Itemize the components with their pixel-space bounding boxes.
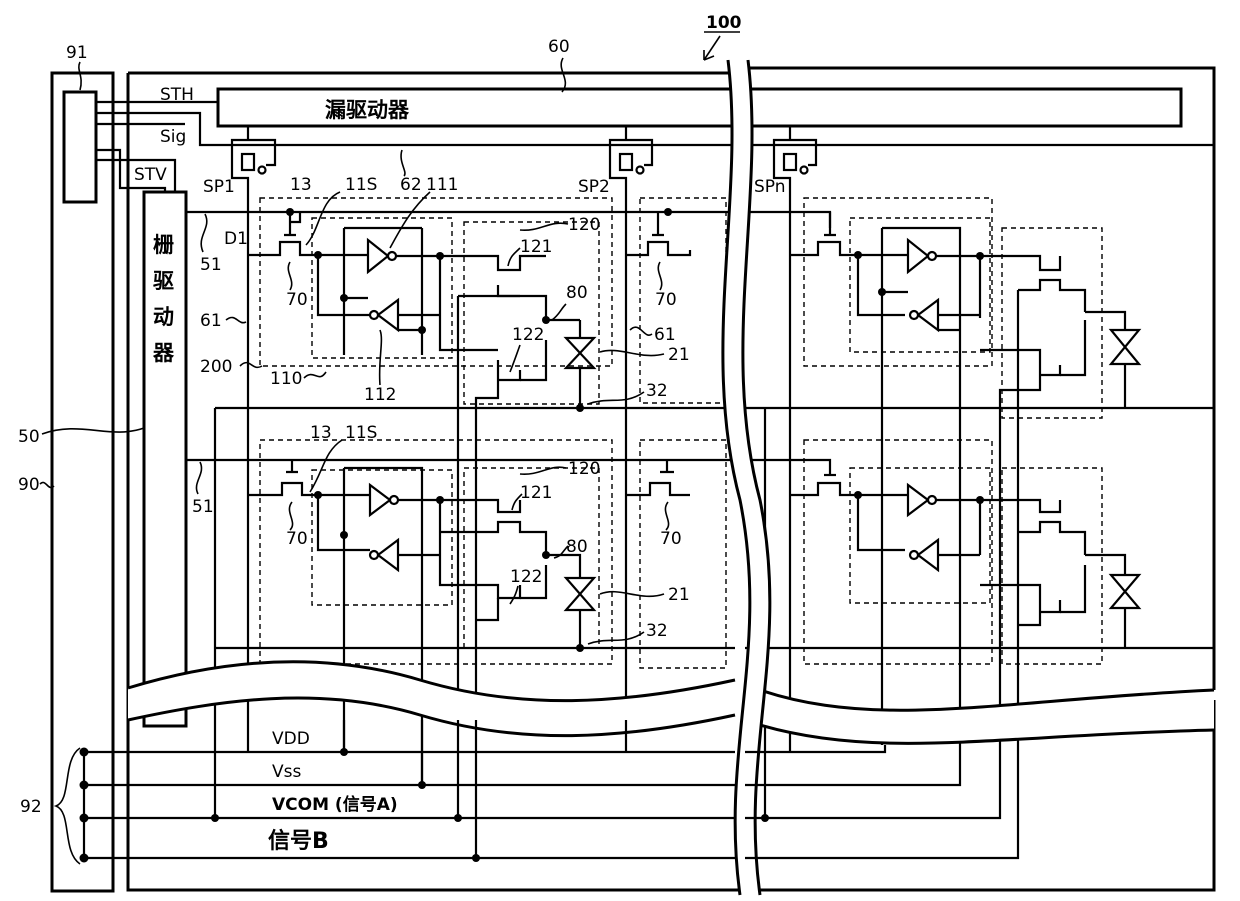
label-51-top: 51 — [200, 255, 222, 275]
source-driver-block: 漏驱动器 — [218, 89, 1181, 126]
label-100: 100 — [706, 13, 742, 33]
label-spn: SPn — [754, 177, 786, 197]
label-70-bm: 70 — [660, 529, 682, 549]
label-sp2: SP2 — [578, 177, 610, 197]
label-110: 110 — [270, 369, 302, 389]
label-80-bot: 80 — [566, 537, 588, 557]
pixel-top-right — [790, 198, 1139, 745]
label-70-bl: 70 — [286, 529, 308, 549]
label-121-bot: 121 — [520, 483, 552, 503]
gate-driver-char-2: 驱 — [153, 269, 174, 293]
label-vcom-signal-a: VCOM (信号A) — [272, 794, 398, 815]
label-vss: Vss — [272, 762, 301, 782]
label-13-bot: 13 — [310, 423, 332, 443]
label-32-top: 32 — [646, 381, 668, 401]
gate-driver-char-3: 动 — [153, 305, 174, 329]
pixel-bottom-right — [790, 440, 1139, 664]
label-61-right: 61 — [654, 325, 676, 345]
label-80-top: 80 — [566, 283, 588, 303]
label-d1: D1 — [224, 229, 248, 249]
gate-driver-char-4: 器 — [152, 341, 175, 365]
label-62: 62 — [400, 175, 422, 195]
label-sig: Sig — [160, 127, 186, 147]
sampling-switches — [232, 126, 816, 195]
label-32-bot: 32 — [646, 621, 668, 641]
label-13-top: 13 — [290, 175, 312, 195]
label-51-bot: 51 — [192, 497, 214, 517]
label-vdd: VDD — [272, 729, 310, 749]
label-11s-bot: 11S — [345, 423, 377, 443]
label-70-tm: 70 — [655, 290, 677, 310]
label-stv: STV — [134, 165, 167, 185]
label-91: 91 — [66, 43, 88, 63]
label-92: 92 — [20, 797, 42, 817]
label-70-tl: 70 — [286, 290, 308, 310]
label-90: 90 — [18, 475, 40, 495]
label-61-left: 61 — [200, 311, 222, 331]
label-21-bot: 21 — [668, 585, 690, 605]
label-signal-b: 信号B — [268, 828, 329, 854]
source-driver-label: 漏驱动器 — [325, 98, 410, 122]
label-11s-top: 11S — [345, 175, 377, 195]
label-50: 50 — [18, 427, 40, 447]
label-111: 111 — [426, 175, 458, 195]
label-120-bot: 120 — [568, 459, 600, 479]
gate-driver-block: 栅 驱 动 器 — [144, 192, 186, 726]
control-lines — [96, 102, 1214, 192]
label-60: 60 — [548, 37, 570, 57]
label-121-top: 121 — [520, 237, 552, 257]
label-21-top: 21 — [668, 345, 690, 365]
label-200: 200 — [200, 357, 232, 377]
label-sp1: SP1 — [203, 177, 235, 197]
label-sth: STH — [160, 85, 194, 105]
label-112: 112 — [364, 385, 396, 405]
label-122-top: 122 — [512, 325, 544, 345]
connector-91 — [64, 92, 96, 202]
vcom-horizontal-lines — [215, 408, 1214, 820]
label-122-bot: 122 — [510, 567, 542, 587]
label-120-top: 120 — [568, 215, 600, 235]
gate-driver-char-1: 栅 — [153, 233, 174, 257]
